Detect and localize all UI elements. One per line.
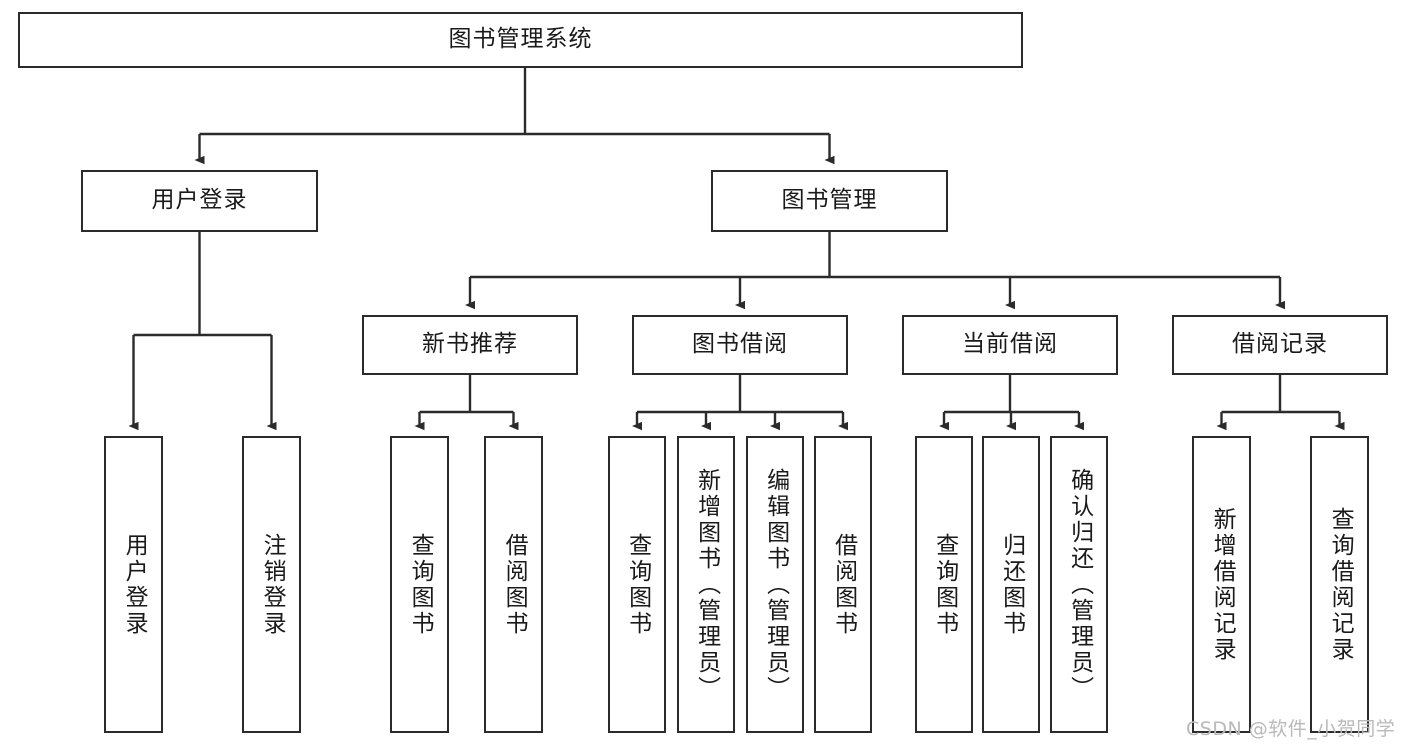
node-current-borrow[interactable]: 当前借阅 — [902, 315, 1118, 375]
node-user-login[interactable]: 用户登录 — [81, 170, 318, 232]
leaf-query-book-1-label: 查询图书 — [407, 532, 434, 637]
leaf-confirm-return-label: 确认归还（管理员） — [1066, 467, 1093, 702]
leaf-borrow-book-2-label: 借阅图书 — [830, 532, 857, 637]
leaf-confirm-return[interactable]: 确认归还（管理员） — [1050, 436, 1108, 733]
leaf-logout-login-label: 注销登录 — [259, 532, 286, 637]
node-book-borrow[interactable]: 图书借阅 — [632, 315, 848, 375]
leaf-user-login[interactable]: 用户登录 — [104, 436, 163, 733]
node-borrow-record-label: 借阅记录 — [1232, 331, 1328, 358]
leaf-query-book-1[interactable]: 查询图书 — [390, 436, 449, 733]
leaf-query-book-3[interactable]: 查询图书 — [915, 436, 973, 733]
node-book-manage-label: 图书管理 — [781, 187, 878, 214]
leaf-add-record[interactable]: 新增借阅记录 — [1192, 436, 1251, 733]
leaf-edit-book[interactable]: 编辑图书（管理员） — [746, 436, 804, 733]
node-root-label: 图书管理系统 — [448, 26, 593, 53]
node-new-book-recommend-label: 新书推荐 — [422, 331, 518, 358]
leaf-query-record[interactable]: 查询借阅记录 — [1310, 436, 1369, 733]
leaf-add-book[interactable]: 新增图书（管理员） — [677, 436, 735, 733]
leaf-query-record-label: 查询借阅记录 — [1327, 506, 1354, 663]
node-book-manage[interactable]: 图书管理 — [711, 170, 948, 232]
leaf-query-book-3-label: 查询图书 — [931, 532, 958, 637]
node-root[interactable]: 图书管理系统 — [18, 12, 1023, 68]
node-book-borrow-label: 图书借阅 — [692, 331, 788, 358]
leaf-add-record-label: 新增借阅记录 — [1209, 506, 1236, 663]
leaf-query-book-2[interactable]: 查询图书 — [608, 436, 666, 733]
csdn-watermark: CSDN @软件_小贺同学 — [1186, 718, 1396, 740]
node-borrow-record[interactable]: 借阅记录 — [1172, 315, 1388, 375]
leaf-borrow-book-1-label: 借阅图书 — [501, 532, 528, 637]
leaf-return-book-label: 归还图书 — [998, 532, 1025, 637]
leaf-user-login-label: 用户登录 — [121, 532, 148, 637]
leaf-borrow-book-2[interactable]: 借阅图书 — [814, 436, 872, 733]
leaf-add-book-label: 新增图书（管理员） — [693, 467, 720, 702]
node-new-book-recommend[interactable]: 新书推荐 — [362, 315, 578, 375]
leaf-return-book[interactable]: 归还图书 — [982, 436, 1040, 733]
leaf-edit-book-label: 编辑图书（管理员） — [762, 467, 789, 702]
node-user-login-label: 用户登录 — [151, 187, 248, 214]
node-current-borrow-label: 当前借阅 — [962, 331, 1058, 358]
leaf-query-book-2-label: 查询图书 — [624, 532, 651, 637]
leaf-logout-login[interactable]: 注销登录 — [242, 436, 301, 733]
leaf-borrow-book-1[interactable]: 借阅图书 — [484, 436, 543, 733]
